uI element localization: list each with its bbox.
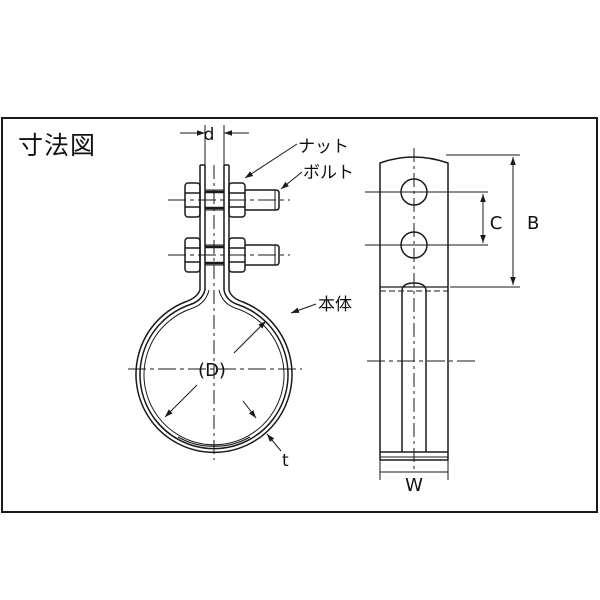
side-view [365,148,520,480]
drawing-frame [1,117,598,513]
lower-nut-bolt [168,237,290,273]
label-nut: ナット [298,137,349,157]
clamp-ring [135,289,293,454]
upper-nut-bolt [168,182,290,218]
label-body: 本体 [318,295,352,315]
dim-label-C: C [490,213,503,234]
dim-label-d: d [204,125,215,145]
drawing-title: 寸法図 [18,131,97,160]
label-bolt: ボルト [303,163,354,183]
dim-label-B: B [527,213,539,234]
dim-label-W: W [405,475,423,496]
dim-label-D: (D) [198,360,226,381]
front-view [128,125,317,460]
dim-label-t: t [282,451,289,471]
